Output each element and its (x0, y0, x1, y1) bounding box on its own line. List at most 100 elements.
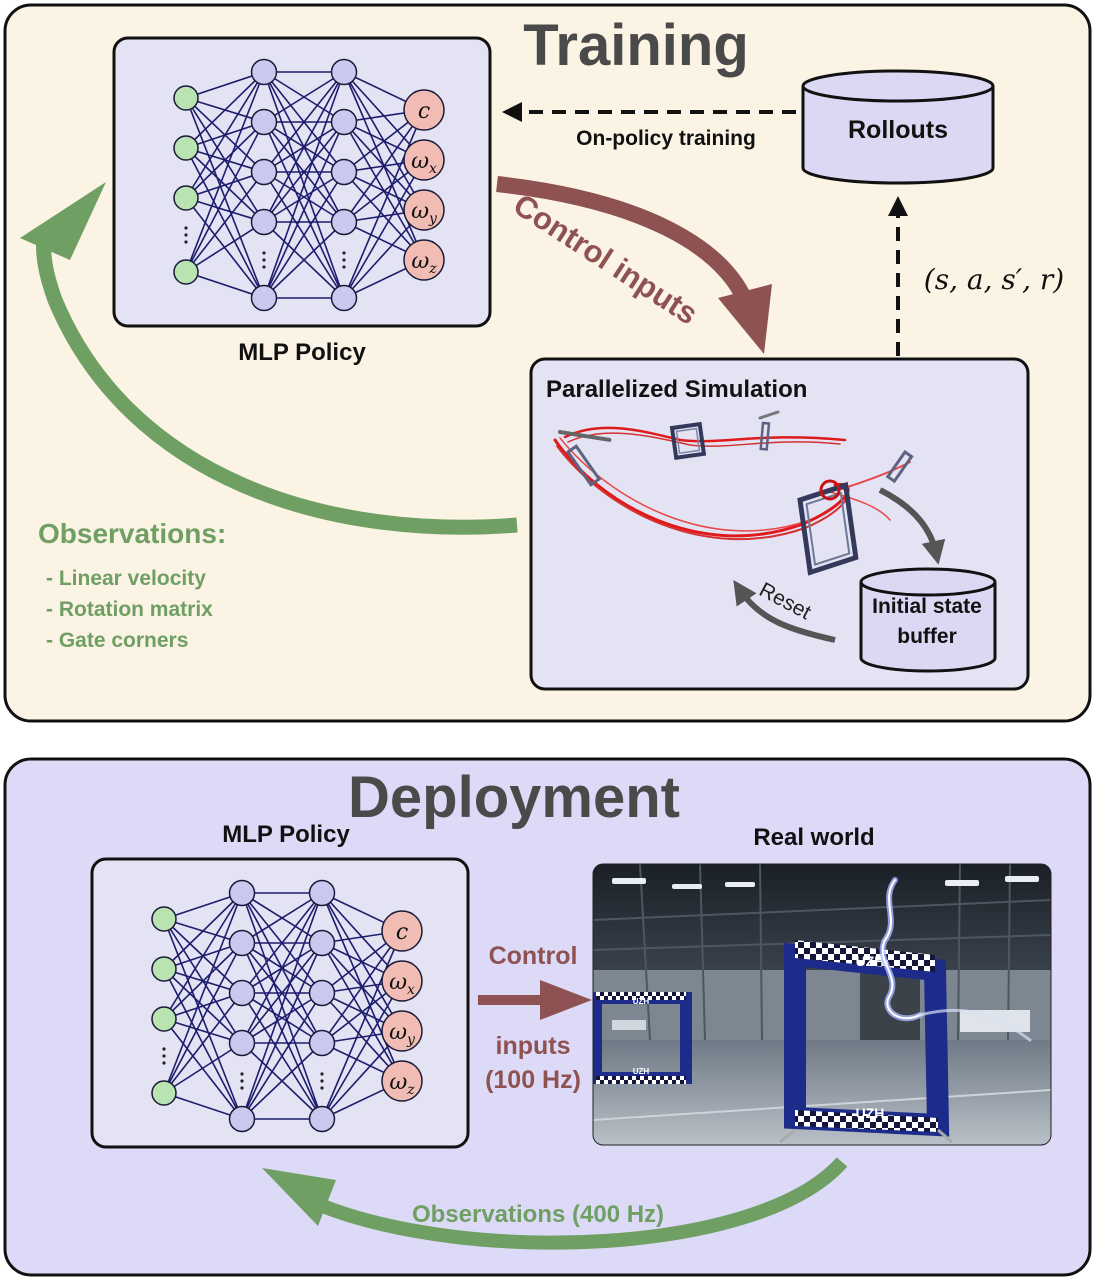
mlp-node-input (173, 259, 199, 285)
drone-light-trail (879, 877, 1032, 1042)
mlp-node-hidden (228, 1029, 256, 1057)
mlp-output-label: ωz (389, 1070, 415, 1098)
mlp-ellipsis-dot (184, 233, 188, 237)
buffer-label-line1: Initial state (872, 595, 982, 618)
real-world-label: Real world (753, 824, 874, 851)
mlp-ellipsis-dot (240, 1079, 244, 1083)
mlp-edge (263, 121, 345, 299)
mlp-edges (185, 71, 425, 299)
mlp-node-output (403, 239, 445, 281)
mlp-node-input (151, 1006, 177, 1032)
mlp-edge (241, 892, 323, 944)
mlp-edge (185, 121, 265, 199)
mlp-node-hidden (308, 979, 336, 1007)
mlp-edge (185, 71, 265, 273)
mlp-edge (241, 942, 323, 1120)
mlp-edge (185, 197, 265, 299)
mlp-node-input (151, 1080, 177, 1106)
mlp-edge (263, 71, 345, 223)
mlp-ellipsis-dot (162, 1054, 166, 1058)
mlp-edge (263, 71, 345, 299)
small-gate-bottom-text: UZH (633, 1067, 650, 1076)
training-title: Training (523, 13, 749, 78)
mlp-edge (185, 221, 265, 273)
mlp-edge (263, 171, 345, 299)
observation-item: - Linear velocity (46, 567, 206, 590)
deployment-policy-label: MLP Policy (222, 821, 350, 848)
mlp-edge (185, 171, 265, 273)
mlp-node-hidden (330, 284, 358, 312)
mlp-ellipsis-dot (162, 1047, 166, 1051)
training-policy-box (112, 36, 492, 328)
real-world-photo: UZH UZH UZH UZH (592, 863, 1052, 1146)
mlp-ellipsis-dot (262, 265, 266, 269)
mlp-edge (185, 271, 265, 299)
deployment-title: Deployment (348, 765, 680, 830)
deployment-policy-box (90, 857, 470, 1149)
mlp-edge (163, 992, 243, 1020)
observations-title: Observations: (38, 518, 226, 549)
mlp-edges (163, 892, 403, 1120)
mlp-node-hidden (308, 1105, 336, 1133)
control-inputs-arrow (496, 176, 772, 354)
main-gate-top-text: UZH (856, 953, 885, 969)
real-world-gate-small: UZH UZH (593, 992, 692, 1084)
mlp-edge (241, 992, 323, 1044)
mlp-ellipsis-dot (184, 240, 188, 244)
rollouts-cylinder: Rollouts (801, 69, 995, 185)
deployment-control-rate: (100 Hz) (485, 1066, 581, 1094)
mlp-edge (185, 71, 265, 199)
mlp-edge (241, 942, 323, 1044)
mlp-edge (163, 1018, 243, 1044)
mlp-node-output (381, 1010, 423, 1052)
mlp-node-hidden (308, 1029, 336, 1057)
mlp-edge (343, 109, 425, 223)
mlp-node-input (173, 85, 199, 111)
mlp-node-hidden (228, 929, 256, 957)
deployment-control-line2: inputs (496, 1032, 571, 1060)
mlp-edge (185, 197, 265, 223)
mlp-node-hidden (250, 208, 278, 236)
mlp-edge (263, 71, 345, 173)
mlp-node-input (151, 906, 177, 932)
mlp-node-hidden (330, 58, 358, 86)
mlp-node-output (403, 189, 445, 231)
mlp-ellipsis-dot (342, 251, 346, 255)
initial-state-buffer-cylinder: Initial state buffer (859, 567, 997, 673)
mlp-edge (163, 1092, 243, 1120)
mlp-edge (163, 942, 243, 1094)
mlp-output-label: c (418, 99, 430, 124)
deployment-control-arrow (478, 980, 592, 1020)
mlp-edge (263, 121, 345, 223)
mlp-node-hidden (250, 58, 278, 86)
mlp-node-input (173, 135, 199, 161)
mlp-node-hidden (250, 158, 278, 186)
mlp-node-hidden (228, 1105, 256, 1133)
main-gate-bottom-text: UZH (856, 1105, 885, 1121)
mlp-edge (163, 892, 243, 970)
mlp-node-hidden (308, 879, 336, 907)
mlp-edge (263, 71, 345, 123)
mlp-edge (185, 121, 265, 273)
mlp-edge (185, 71, 265, 99)
mlp-edge (163, 1042, 243, 1094)
mlp-node-hidden (308, 929, 336, 957)
mlp-edge (241, 892, 323, 1044)
mlp-node-output (403, 139, 445, 181)
mlp-edge (163, 942, 243, 1020)
onpolicy-label: On-policy training (576, 127, 756, 150)
mlp-node-output (381, 960, 423, 1002)
small-gate-top-text: UZH (633, 997, 650, 1006)
mlp-edge (241, 892, 323, 1120)
mlp-ellipsis-dot (262, 258, 266, 262)
mlp-node-hidden (250, 284, 278, 312)
mlp-node-hidden (330, 158, 358, 186)
mlp-node-hidden (330, 108, 358, 136)
mlp-edge (241, 892, 323, 994)
deployment-observations-label: Observations (400 Hz) (412, 1201, 664, 1228)
mlp-ellipsis-dot (240, 1086, 244, 1090)
mlp-edge (241, 1042, 323, 1120)
